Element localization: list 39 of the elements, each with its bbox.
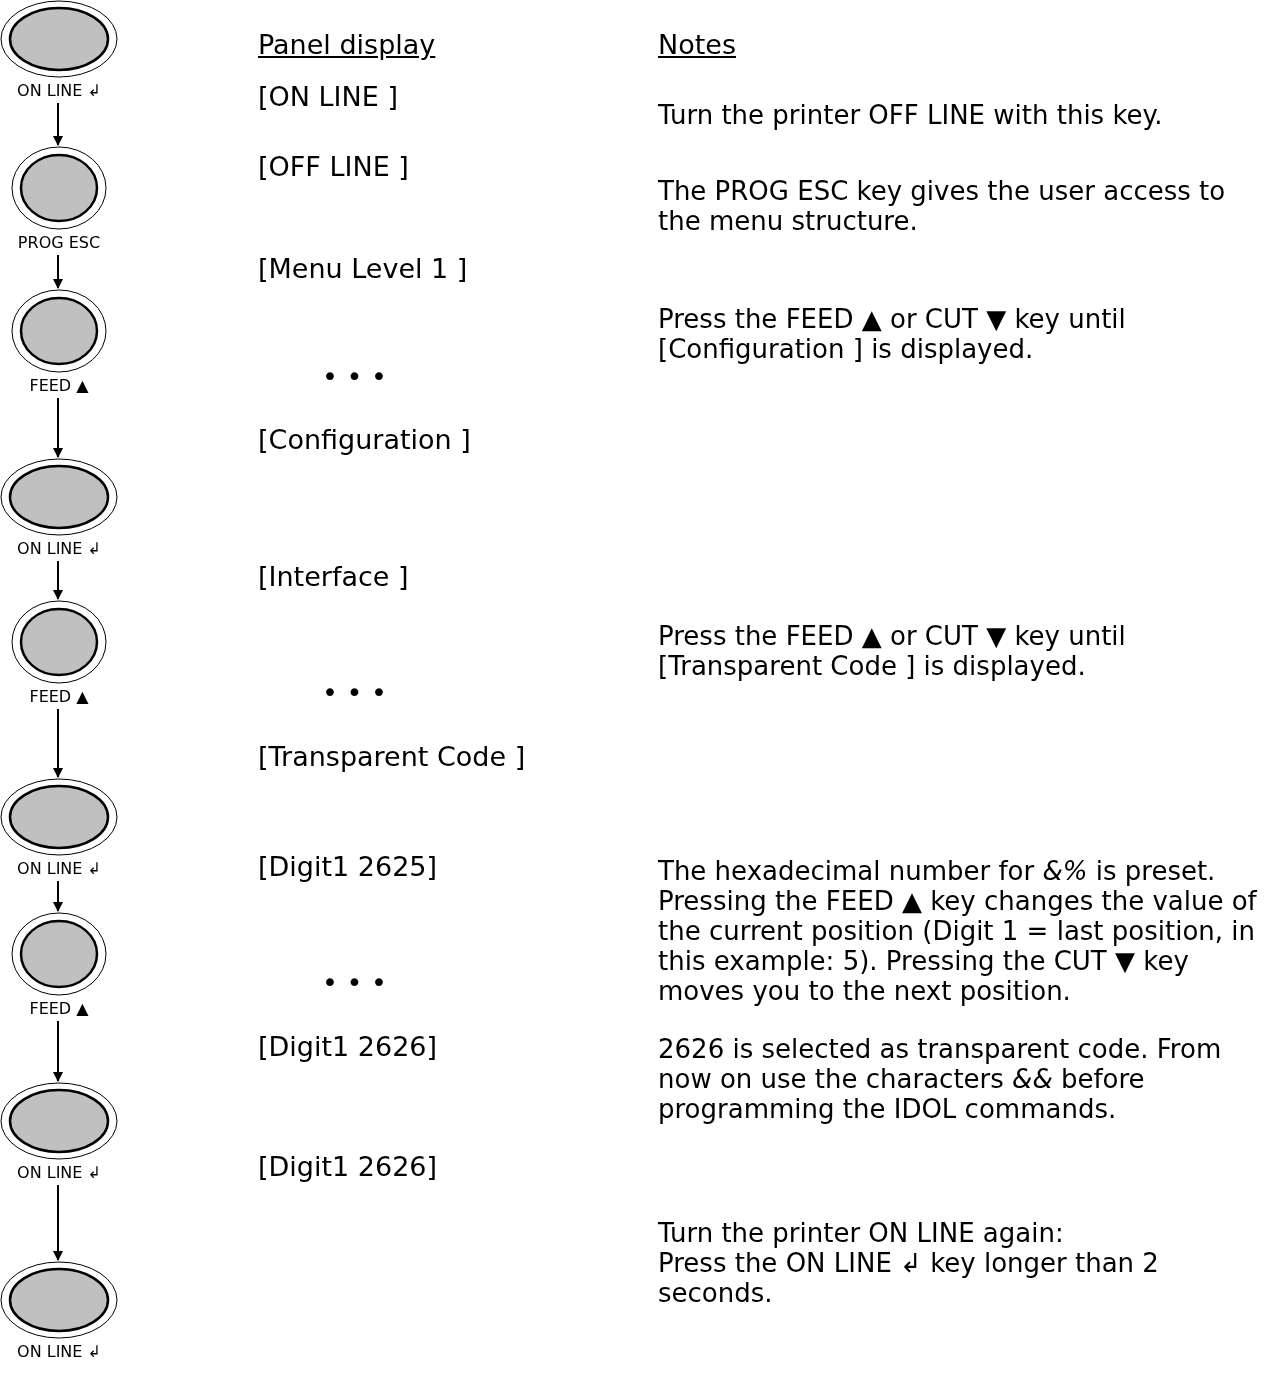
note-text: Turn the printer OFF LINE with this key. [658, 100, 1164, 130]
column-heading: Panel display [258, 30, 436, 60]
key-label: ON LINE ↲ [16, 1341, 102, 1363]
note-text: Press the ON LINE ↲ key longer than 2 seconds. [658, 1248, 1160, 1308]
note-text: Press the FEED ▲ or CUT ▼ key until [Configuration ] is displayed. [658, 304, 1127, 364]
ellipsis: • • • [322, 968, 387, 998]
note-text: Turn the printer ON LINE again: [658, 1218, 1065, 1248]
key-label: ON LINE ↲ [16, 538, 102, 560]
arrow [53, 1020, 63, 1082]
display-text: [Interface ] [258, 562, 410, 592]
display-text: [Transparent Code ] [258, 742, 527, 772]
key-label: ON LINE ↲ [16, 1162, 102, 1184]
arrow [53, 397, 63, 458]
ellipsis: • • • [322, 678, 387, 708]
key-label: FEED ▲ [28, 686, 90, 708]
display-text: [Digit1 2626] [258, 1032, 439, 1062]
display-text: [ON LINE ] [258, 82, 399, 112]
arrow [53, 254, 63, 289]
ellipsis: • • • [322, 362, 387, 392]
display-text: [Menu Level 1 ] [258, 254, 469, 284]
arrow [53, 880, 63, 912]
arrow [53, 1184, 63, 1261]
arrow [53, 560, 63, 600]
key-label: PROG ESC [16, 232, 102, 254]
key-label: FEED ▲ [28, 375, 90, 397]
display-text: [OFF LINE ] [258, 152, 410, 182]
display-text: [Digit1 2626] [258, 1152, 439, 1182]
arrow [53, 102, 63, 146]
note-text: The hexadecimal number for &% is preset. Pressing the FEED ▲ key changes the value of the current position (Digit 1 = last position, in this example: 5). Pressing the CUT ▼ key moves you to the next position. [658, 856, 1259, 1006]
note-text: Press the FEED ▲ or CUT ▼ key until [Transparent Code ] is displayed. [658, 621, 1127, 681]
key-label: FEED ▲ [28, 998, 90, 1020]
display-text: [Digit1 2625] [258, 852, 439, 882]
arrow [53, 708, 63, 778]
key-label: ON LINE ↲ [16, 80, 102, 102]
display-text: [Configuration ] [258, 425, 472, 455]
note-text: 2626 is selected as transparent code. From now on use the characters && before programming the IDOL commands. [658, 1034, 1223, 1124]
column-heading: Notes [658, 30, 736, 60]
note-text: The PROG ESC key gives the user access to the menu structure. [658, 176, 1227, 236]
key-label: ON LINE ↲ [16, 858, 102, 880]
